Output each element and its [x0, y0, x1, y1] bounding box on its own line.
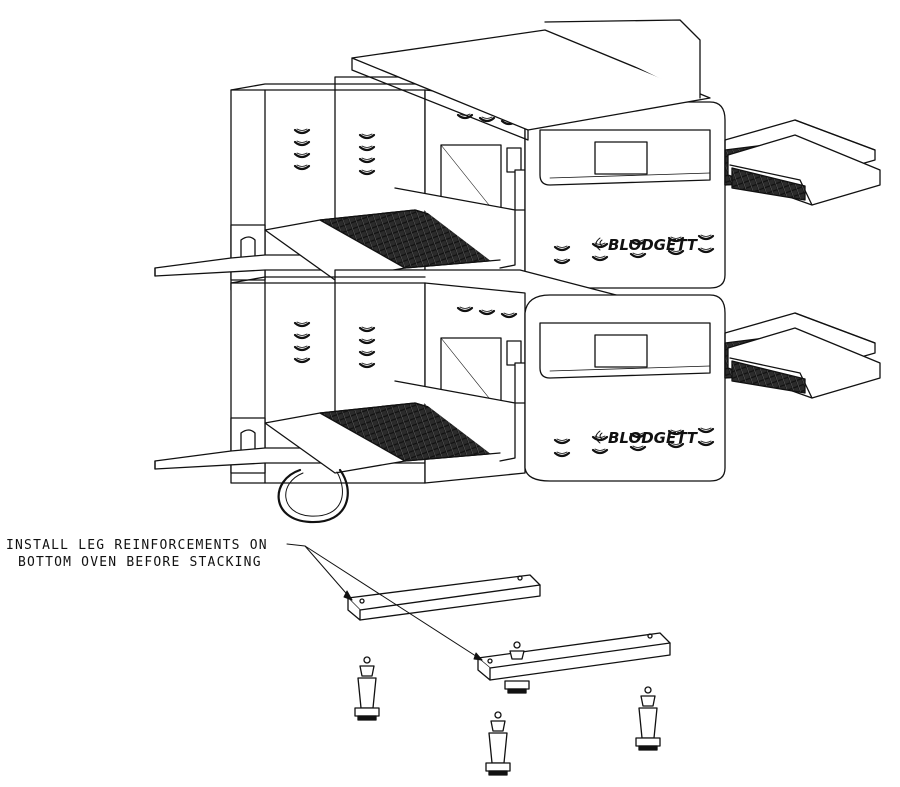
leg-reinforcement-front [477, 632, 671, 681]
caster-leg-icon [354, 641, 661, 776]
brand-logo-top: BLODGETT [608, 236, 699, 254]
power-cord [277, 468, 349, 524]
brand-logo-bottom: BLODGETT [608, 429, 699, 447]
callout-line-2: BOTTOM OVEN BEFORE STACKING [18, 555, 262, 570]
callout-leader-lines [286, 543, 483, 661]
top-oven-roof [351, 29, 711, 131]
leg-reinforcement-rear [347, 574, 541, 621]
callout-line-1: INSTALL LEG REINFORCEMENTS ON [6, 538, 268, 553]
